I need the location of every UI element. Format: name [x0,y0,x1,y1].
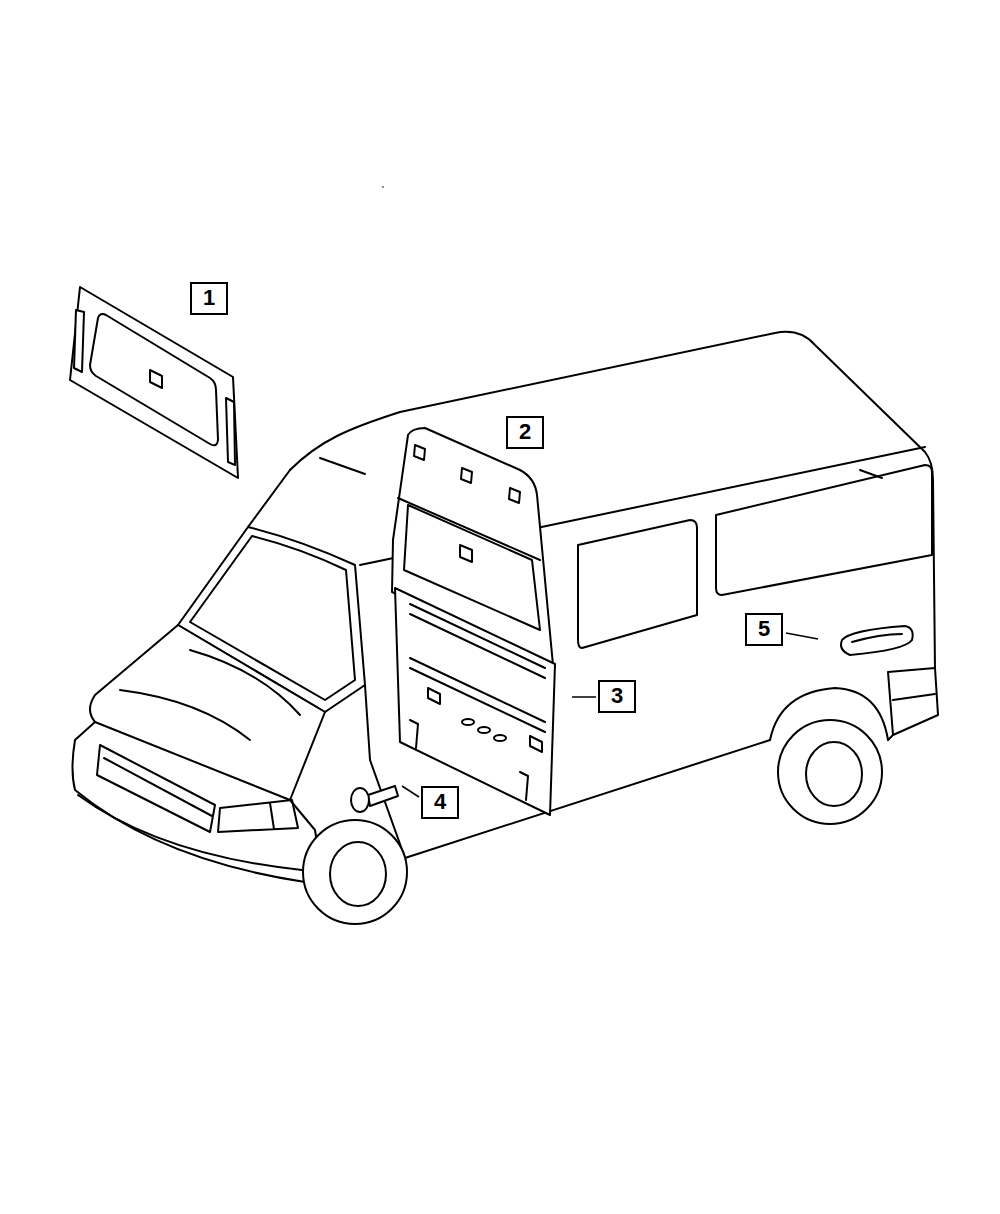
leader-line [402,786,419,797]
panel-hole [462,719,474,725]
callout-box: 2 [506,416,544,449]
hood-crease [120,650,300,740]
callout-number: 3 [611,684,623,708]
callout-number: 2 [519,420,531,444]
panel-latch [150,370,162,388]
front-wheel [303,820,407,924]
side-window [716,465,932,595]
leader-line [786,633,818,639]
hood [90,625,325,800]
bumper-line [78,795,302,870]
bumper-line [893,694,935,700]
callout-number: 1 [203,286,215,310]
partition-panel-lower [395,588,555,815]
callout-number: 5 [758,617,770,641]
rear-hub [806,742,862,806]
panel-hole [478,727,490,733]
speck [382,186,384,188]
callout-box: 5 [745,613,783,646]
roof-line [290,332,935,670]
rear-bumper [888,668,938,740]
headlight [218,800,298,832]
panels [70,287,555,815]
rear-wheel [778,720,882,824]
panel-window [90,314,218,445]
panel-hole [494,735,506,741]
callout-box: 4 [421,786,459,819]
panel-latch [428,688,542,752]
callout-box: 3 [598,680,636,713]
van-body [73,186,939,924]
leader-lines [402,633,818,797]
a-pillar [248,470,290,527]
panel-slot [410,604,545,732]
front-hub [330,842,386,906]
front-bumper [73,722,321,882]
push-pin-head [351,788,369,812]
leader-line [572,696,596,698]
side-window [578,520,697,648]
partition-panel [70,287,238,478]
panel-tab [74,310,235,465]
panel-latch [414,445,520,562]
callout-box: 1 [190,282,228,315]
callout-number: 4 [434,790,446,814]
door-handle [841,626,913,655]
push-pin-stem [368,786,398,806]
